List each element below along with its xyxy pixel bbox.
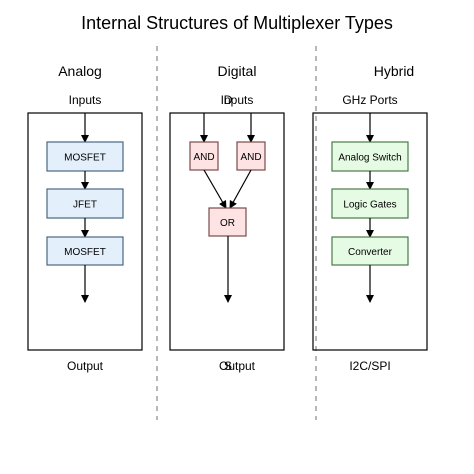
hybrid-block-converter-label: Converter (348, 247, 393, 258)
digital-block-or-label: OR (220, 218, 235, 229)
hybrid-column: Hybrid GHz Ports Analog Switch Logic Gat… (312, 63, 428, 373)
analog-output-label: Output (67, 359, 104, 373)
analog-block-mosfet-1 (46, 141, 124, 172)
analog-block-mosfet-1-label: MOSFET (64, 153, 106, 164)
analog-block-mosfet-2 (46, 236, 124, 266)
digital-block-and-2-label: AND (240, 152, 261, 163)
digital-output-overlap-label: S (224, 359, 232, 373)
digital-output-label: Output (219, 359, 256, 373)
digital-inputs-overlap-label: D (224, 93, 233, 107)
digital-heading: Digital (218, 63, 257, 79)
hybrid-block-logic-gates-label: Logic Gates (343, 200, 396, 211)
hybrid-heading: Hybrid (374, 63, 414, 79)
digital-block-and-1-label: AND (193, 152, 214, 163)
hybrid-ports-label: GHz Ports (342, 93, 397, 107)
digital-and-1-to-or-arrow (203, 169, 227, 209)
analog-column: Analog Inputs MOSFET JFET MOSFET Output (27, 63, 143, 373)
hybrid-block-analog-switch-label: Analog Switch (338, 153, 401, 164)
digital-column: Digital Inputs D AND AND OR Output S (169, 63, 285, 373)
analog-block-mosfet-2-label: MOSFET (64, 247, 106, 258)
analog-inputs-label: Inputs (69, 93, 102, 107)
analog-block-jfet (46, 188, 124, 219)
analog-block-jfet-label: JFET (73, 200, 97, 211)
digital-panel (169, 112, 285, 351)
digital-block-and-2 (236, 141, 266, 171)
digital-block-or (208, 207, 247, 237)
digital-inputs-label: Inputs (221, 93, 254, 107)
analog-heading: Analog (58, 63, 102, 79)
digital-and-2-to-or-arrow (229, 169, 252, 209)
hybrid-output-label: I2C/SPI (349, 359, 390, 373)
diagram-title: Internal Structures of Multiplexer Types (81, 13, 393, 33)
